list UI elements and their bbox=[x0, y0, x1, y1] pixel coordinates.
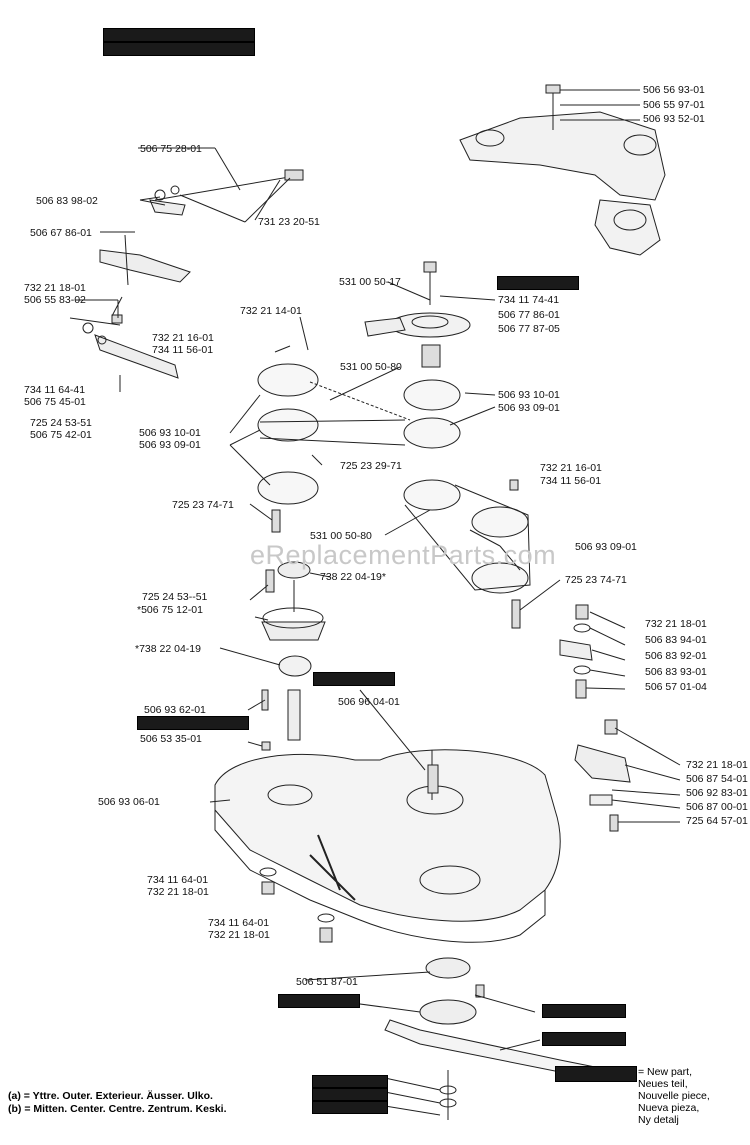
redacted-new-part-key bbox=[555, 1066, 637, 1082]
redacted-label-blade-hub bbox=[278, 994, 360, 1008]
part-label: 732 21 14-01 bbox=[240, 305, 302, 317]
part-label: 531 00 50-80 bbox=[340, 361, 402, 373]
part-label: 506 83 93-01 bbox=[645, 666, 707, 678]
mower-deck bbox=[214, 749, 561, 943]
redacted-label-shaft bbox=[313, 672, 395, 686]
new-part-line: = New part, bbox=[638, 1066, 692, 1078]
part-label: 725 23 74-71 bbox=[565, 574, 627, 586]
part-label: 725 24 53--51 bbox=[142, 591, 208, 603]
part-label: 506 77 86-01 bbox=[498, 309, 560, 321]
part-label: 506 93 09-01 bbox=[498, 402, 560, 414]
part-label: 506 92 83-01 bbox=[686, 787, 748, 799]
part-label: 506 93 62-01 bbox=[144, 704, 206, 716]
new-part-note: = New part, Neues teil, Nouvelle piece, … bbox=[638, 1066, 710, 1126]
part-label: 506 55 97-01 bbox=[643, 99, 705, 111]
part-label: 531 00 50-17 bbox=[339, 276, 401, 288]
redacted-label-blade-1 bbox=[542, 1004, 626, 1018]
part-label: 506 93 52-01 bbox=[643, 113, 705, 125]
part-label: 731 23 20-51 bbox=[258, 216, 320, 228]
part-label: 734 11 64-01 bbox=[208, 917, 270, 929]
part-label: 725 23 29-71 bbox=[340, 460, 402, 472]
lower-belt bbox=[403, 479, 531, 629]
redacted-title-2 bbox=[103, 42, 255, 56]
part-label: 506 96 04-01 bbox=[338, 696, 400, 708]
redacted-label-bolt-1 bbox=[312, 1075, 388, 1088]
part-label: 506 93 09-01 bbox=[139, 439, 201, 451]
part-label: 734 11 56-01 bbox=[540, 475, 602, 487]
part-label: 725 24 53-51 bbox=[30, 417, 92, 429]
part-label: 732 21 18-01 bbox=[645, 618, 707, 630]
part-label: 506 53 35-01 bbox=[140, 733, 202, 745]
spindle bbox=[261, 561, 326, 751]
redacted-label-top-pulley bbox=[497, 276, 579, 290]
new-part-line: Neues teil, bbox=[638, 1078, 688, 1090]
part-label: 506 93 09-01 bbox=[575, 541, 637, 553]
part-label: *738 22 04-19 bbox=[135, 643, 201, 655]
part-label: 725 23 74-71 bbox=[172, 499, 234, 511]
redacted-label-bolt-2 bbox=[312, 1088, 388, 1101]
redacted-label-bolt-3 bbox=[312, 1101, 388, 1114]
new-part-line: Ny detalj bbox=[638, 1114, 679, 1126]
part-label: 506 93 06-01 bbox=[98, 796, 160, 808]
part-label: 506 77 87-05 bbox=[498, 323, 560, 335]
part-label: 506 75 45-01 bbox=[24, 396, 86, 408]
part-label: 506 56 93-01 bbox=[643, 84, 705, 96]
part-label: 732 21 16-01 bbox=[152, 332, 214, 344]
part-label: 732 21 18-01 bbox=[147, 886, 209, 898]
part-label: 506 75 42-01 bbox=[30, 429, 92, 441]
redacted-label-spindle bbox=[137, 716, 249, 730]
part-label: 725 64 57-01 bbox=[686, 815, 748, 827]
redacted-title-1 bbox=[103, 28, 255, 42]
blade-assembly bbox=[384, 957, 601, 1120]
part-label: 506 83 98-02 bbox=[36, 195, 98, 207]
part-label: 506 55 83-02 bbox=[24, 294, 86, 306]
part-label: 734 11 64-41 bbox=[24, 384, 86, 396]
part-label: 738 22 04-19* bbox=[320, 571, 386, 583]
legend-center: (b) = Mitten. Center. Centre. Zentrum. K… bbox=[8, 1103, 227, 1115]
part-label: 732 21 18-01 bbox=[24, 282, 86, 294]
arm-linkage bbox=[69, 299, 179, 392]
part-label: 506 87 54-01 bbox=[686, 773, 748, 785]
pulley-right-stack bbox=[259, 379, 461, 449]
part-label: 734 11 74-41 bbox=[498, 294, 560, 306]
side-brackets bbox=[559, 604, 631, 832]
part-label: 531 00 50-80 bbox=[310, 530, 372, 542]
lever bbox=[99, 231, 191, 286]
part-label: 506 57 01-04 bbox=[645, 681, 707, 693]
part-label: 732 21 18-01 bbox=[686, 759, 748, 771]
part-label: 732 21 18-01 bbox=[208, 929, 270, 941]
part-label: 506 93 10-01 bbox=[498, 389, 560, 401]
deck-hardware bbox=[259, 867, 335, 943]
control-rod bbox=[138, 147, 304, 223]
part-label: 506 67 86-01 bbox=[30, 227, 92, 239]
top-pulley bbox=[364, 261, 471, 368]
leader-lines bbox=[111, 147, 681, 1116]
part-label: 506 83 94-01 bbox=[645, 634, 707, 646]
watermark-text: eReplacementParts.com bbox=[250, 540, 557, 570]
bracket-assembly bbox=[459, 84, 666, 256]
legend-outer: (a) = Yttre. Outer. Exterieur. Äusser. U… bbox=[8, 1090, 213, 1102]
new-part-line: Nouvelle piece, bbox=[638, 1090, 710, 1102]
part-label: 506 87 00-01 bbox=[686, 801, 748, 813]
part-label: 506 51 87-01 bbox=[296, 976, 358, 988]
part-label: 734 11 56-01 bbox=[152, 344, 214, 356]
part-label: 734 11 64-01 bbox=[147, 874, 209, 886]
part-label: 506 83 92-01 bbox=[645, 650, 707, 662]
part-label: 506 93 10-01 bbox=[139, 427, 201, 439]
part-label: 732 21 16-01 bbox=[540, 462, 602, 474]
part-label: 506 75 28-01 bbox=[140, 143, 202, 155]
redacted-label-blade-2 bbox=[542, 1032, 626, 1046]
part-label: *506 75 12-01 bbox=[137, 604, 203, 616]
new-part-line: Nueva pieza, bbox=[638, 1102, 700, 1114]
pulley-left-stack bbox=[257, 363, 319, 533]
